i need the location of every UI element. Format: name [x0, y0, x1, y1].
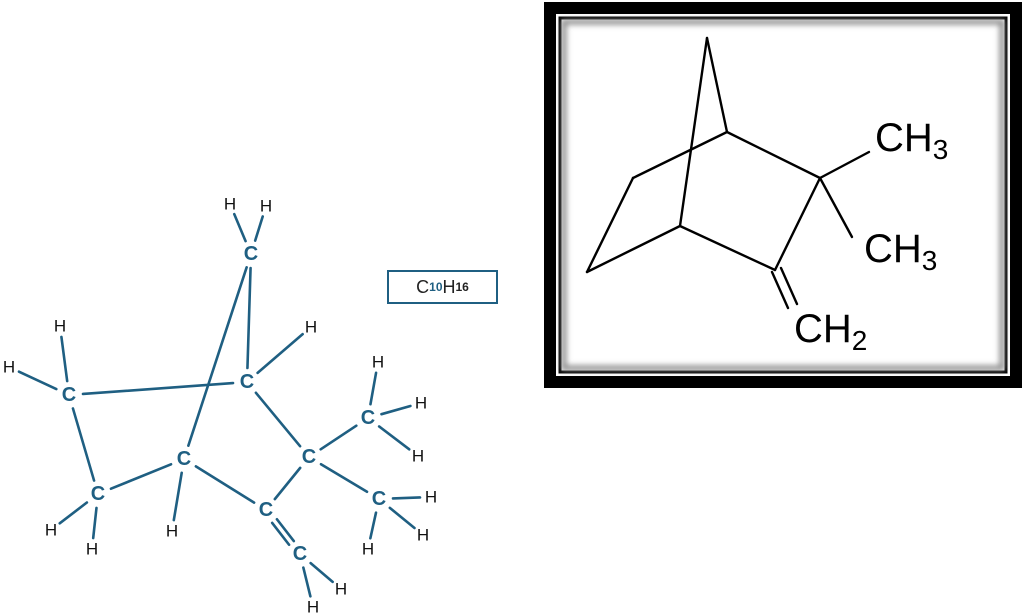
- bond: [194, 465, 256, 504]
- bond: [91, 506, 98, 540]
- carbon-atom: C: [244, 243, 258, 265]
- bond: [232, 212, 247, 243]
- hydrogen-atom: H: [3, 358, 15, 377]
- bond: [319, 462, 369, 494]
- hydrogen-atom: H: [166, 522, 178, 541]
- hydrogen-atom: H: [417, 526, 429, 545]
- hydrogen-atom: H: [425, 488, 437, 507]
- skeletal-bonds: [585, 36, 871, 310]
- bond: [71, 407, 96, 482]
- bond: [109, 462, 173, 491]
- hydrogen-atom: H: [260, 197, 272, 216]
- hydrogen-atom: H: [362, 540, 374, 559]
- hydrogen-atom: H: [305, 318, 317, 337]
- bond: [253, 215, 265, 242]
- bond: [369, 511, 378, 540]
- bond: [246, 266, 252, 370]
- carbon-atom: C: [177, 448, 191, 470]
- bond: [270, 521, 291, 547]
- carbon-atom: C: [361, 407, 375, 429]
- formula-hydrogen: H: [442, 276, 456, 297]
- bond: [273, 466, 302, 501]
- bond: [81, 381, 235, 396]
- methyl-label-1: CH3: [875, 116, 948, 165]
- methylene-label: CH2: [794, 307, 867, 356]
- hydrogen-atom: H: [412, 447, 424, 466]
- formula-carbon-count: 10: [429, 280, 443, 294]
- hydrogen-atom: H: [415, 394, 427, 413]
- formula-carbon: C: [416, 276, 430, 297]
- bond: [319, 424, 358, 451]
- bond: [377, 425, 411, 451]
- hydrogen-atom: H: [307, 598, 319, 615]
- frame-outer: [544, 2, 1022, 388]
- bond: [275, 517, 296, 543]
- methyl-label-2: CH3: [864, 227, 937, 276]
- bond: [187, 266, 248, 447]
- hydrogen-atom: H: [224, 195, 236, 214]
- bond: [309, 561, 334, 584]
- bond: [256, 332, 304, 375]
- bond: [380, 404, 412, 416]
- bond: [60, 335, 69, 383]
- formula-hydrogen-count: 16: [455, 280, 469, 294]
- bond: [172, 471, 183, 522]
- bond: [17, 370, 58, 391]
- bond: [254, 391, 302, 448]
- carbon-atom: C: [91, 483, 105, 505]
- bond: [58, 501, 89, 525]
- bond: [369, 371, 378, 406]
- carbon-atom: C: [293, 543, 307, 565]
- carbon-atom: C: [62, 384, 76, 406]
- hydrogen-atom: H: [45, 521, 57, 540]
- carbon-atom: C: [372, 488, 386, 510]
- bond: [388, 506, 416, 530]
- bond: [391, 496, 422, 500]
- carbon-atom: C: [240, 371, 254, 393]
- bond: [302, 566, 312, 598]
- hydrogen-atom: H: [86, 540, 98, 559]
- carbon-atom: C: [259, 499, 273, 521]
- hydrogen-atom: H: [372, 353, 384, 372]
- hydrogen-atom: H: [54, 317, 66, 336]
- hydrogen-atom: H: [335, 580, 347, 599]
- frame-inner: [558, 16, 1008, 374]
- carbon-atom: C: [302, 446, 316, 468]
